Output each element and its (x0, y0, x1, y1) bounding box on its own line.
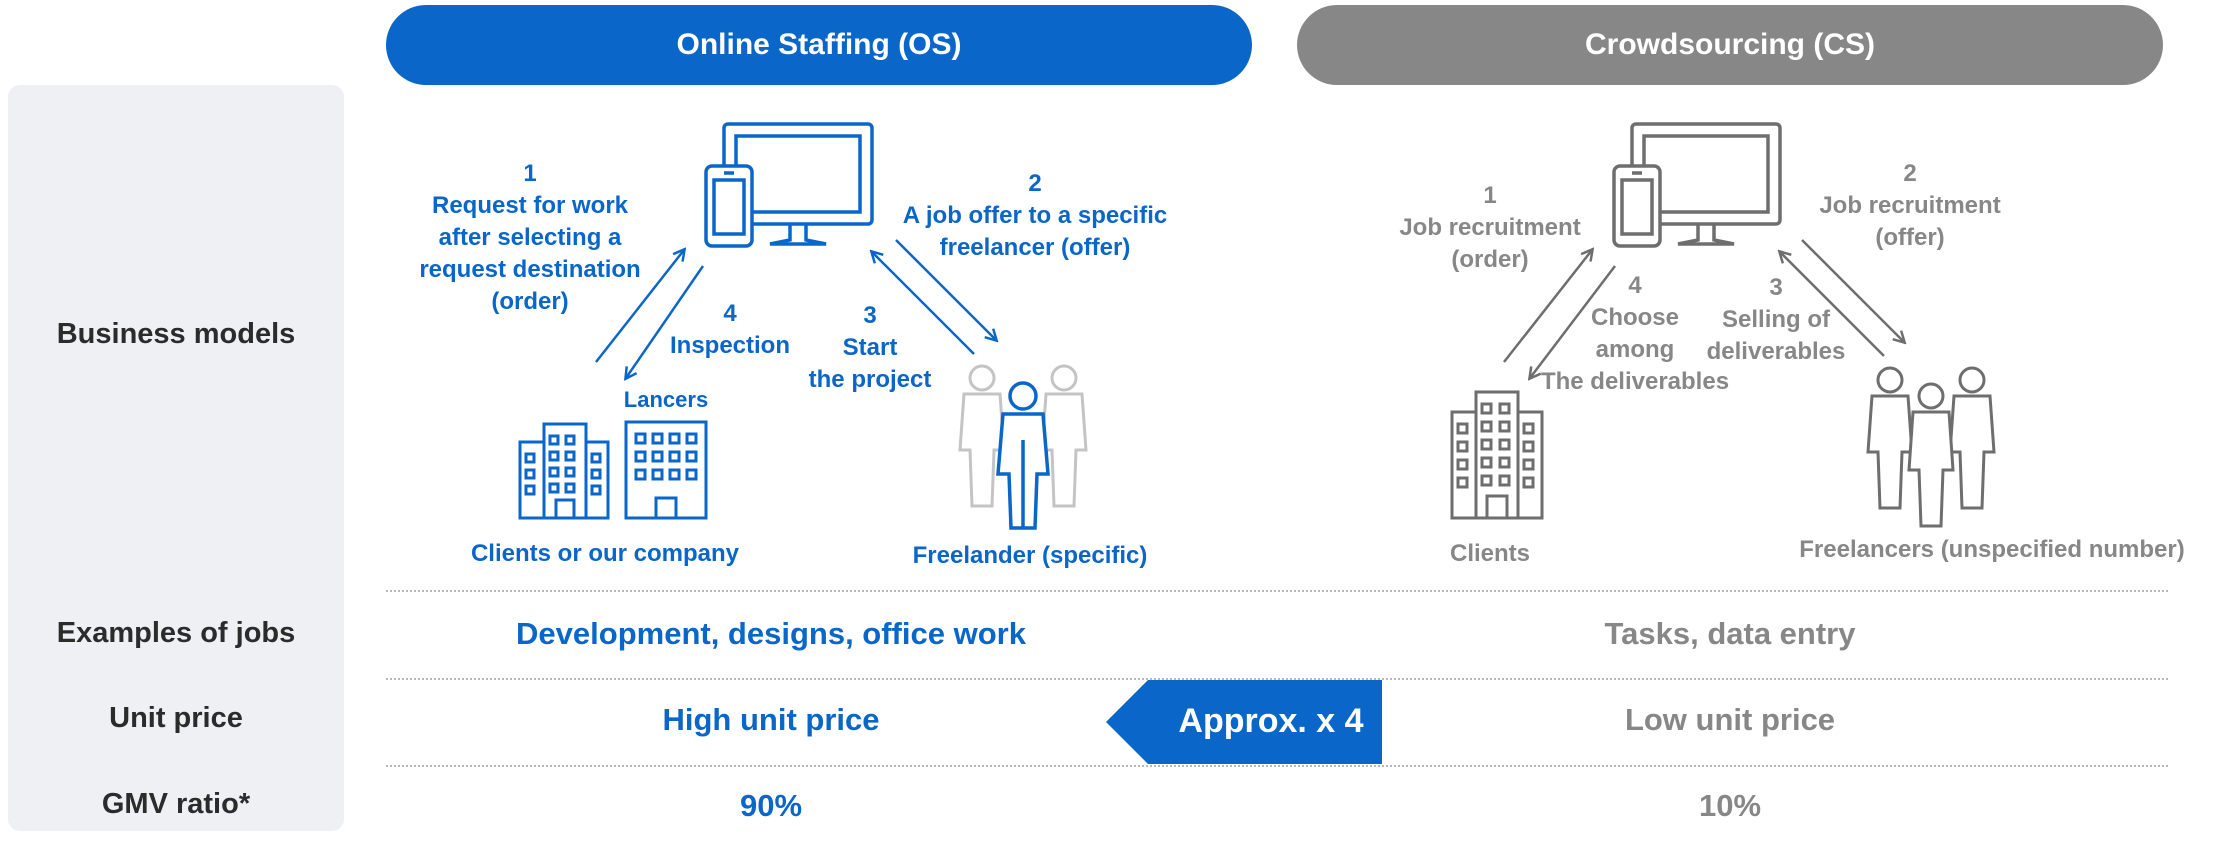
os-computer-icon (704, 122, 874, 248)
cs-computer-icon (1612, 122, 1782, 248)
cs-freelancers-icon (1866, 366, 1996, 528)
cs-freelancers-label: Freelancers (unspecified number) (1799, 536, 2185, 563)
os-clients-label: Clients or our company (470, 540, 740, 567)
divider-2 (386, 678, 2168, 680)
cs-gmv-value: 10% (1698, 788, 1762, 823)
os-arrows (595, 239, 996, 378)
cs-arrows (1503, 239, 1904, 378)
row-label-examples: Examples of jobs (56, 617, 296, 649)
approx-comparison-arrow (1106, 680, 1382, 764)
divider-3 (386, 765, 2168, 767)
approx-comparison-label: Approx. x 4 (1178, 702, 1364, 740)
os-client-building-icon (518, 422, 610, 520)
cs-client-building-icon (1450, 390, 1544, 520)
row-label-gmv: GMV ratio* (101, 788, 251, 820)
os-freelancer-label: Freelander (specific) (912, 542, 1148, 569)
row-label-unit-price: Unit price (109, 702, 243, 734)
row-label-business-models: Business models (56, 318, 296, 350)
divider-1 (386, 590, 2168, 592)
cs-examples-value: Tasks, data entry (1604, 616, 1856, 651)
lancers-logo: Lancers (623, 387, 709, 412)
cs-header-title: Crowdsourcing (CS) (1585, 28, 1875, 61)
os-unit-price-value: High unit price (662, 702, 880, 737)
os-examples-value: Development, designs, office work (516, 616, 1026, 651)
os-freelancer-icon (996, 381, 1050, 530)
cs-unit-price-value: Low unit price (1624, 702, 1836, 737)
cs-clients-label: Clients (1449, 540, 1530, 567)
os-gmv-value: 90% (739, 788, 803, 823)
os-header: Online Staffing (OS) (386, 5, 1252, 85)
cs-header: Crowdsourcing (CS) (1297, 5, 2163, 85)
os-header-title: Online Staffing (OS) (676, 28, 962, 61)
row-label-panel (8, 85, 344, 831)
lancers-building-icon (624, 420, 708, 520)
